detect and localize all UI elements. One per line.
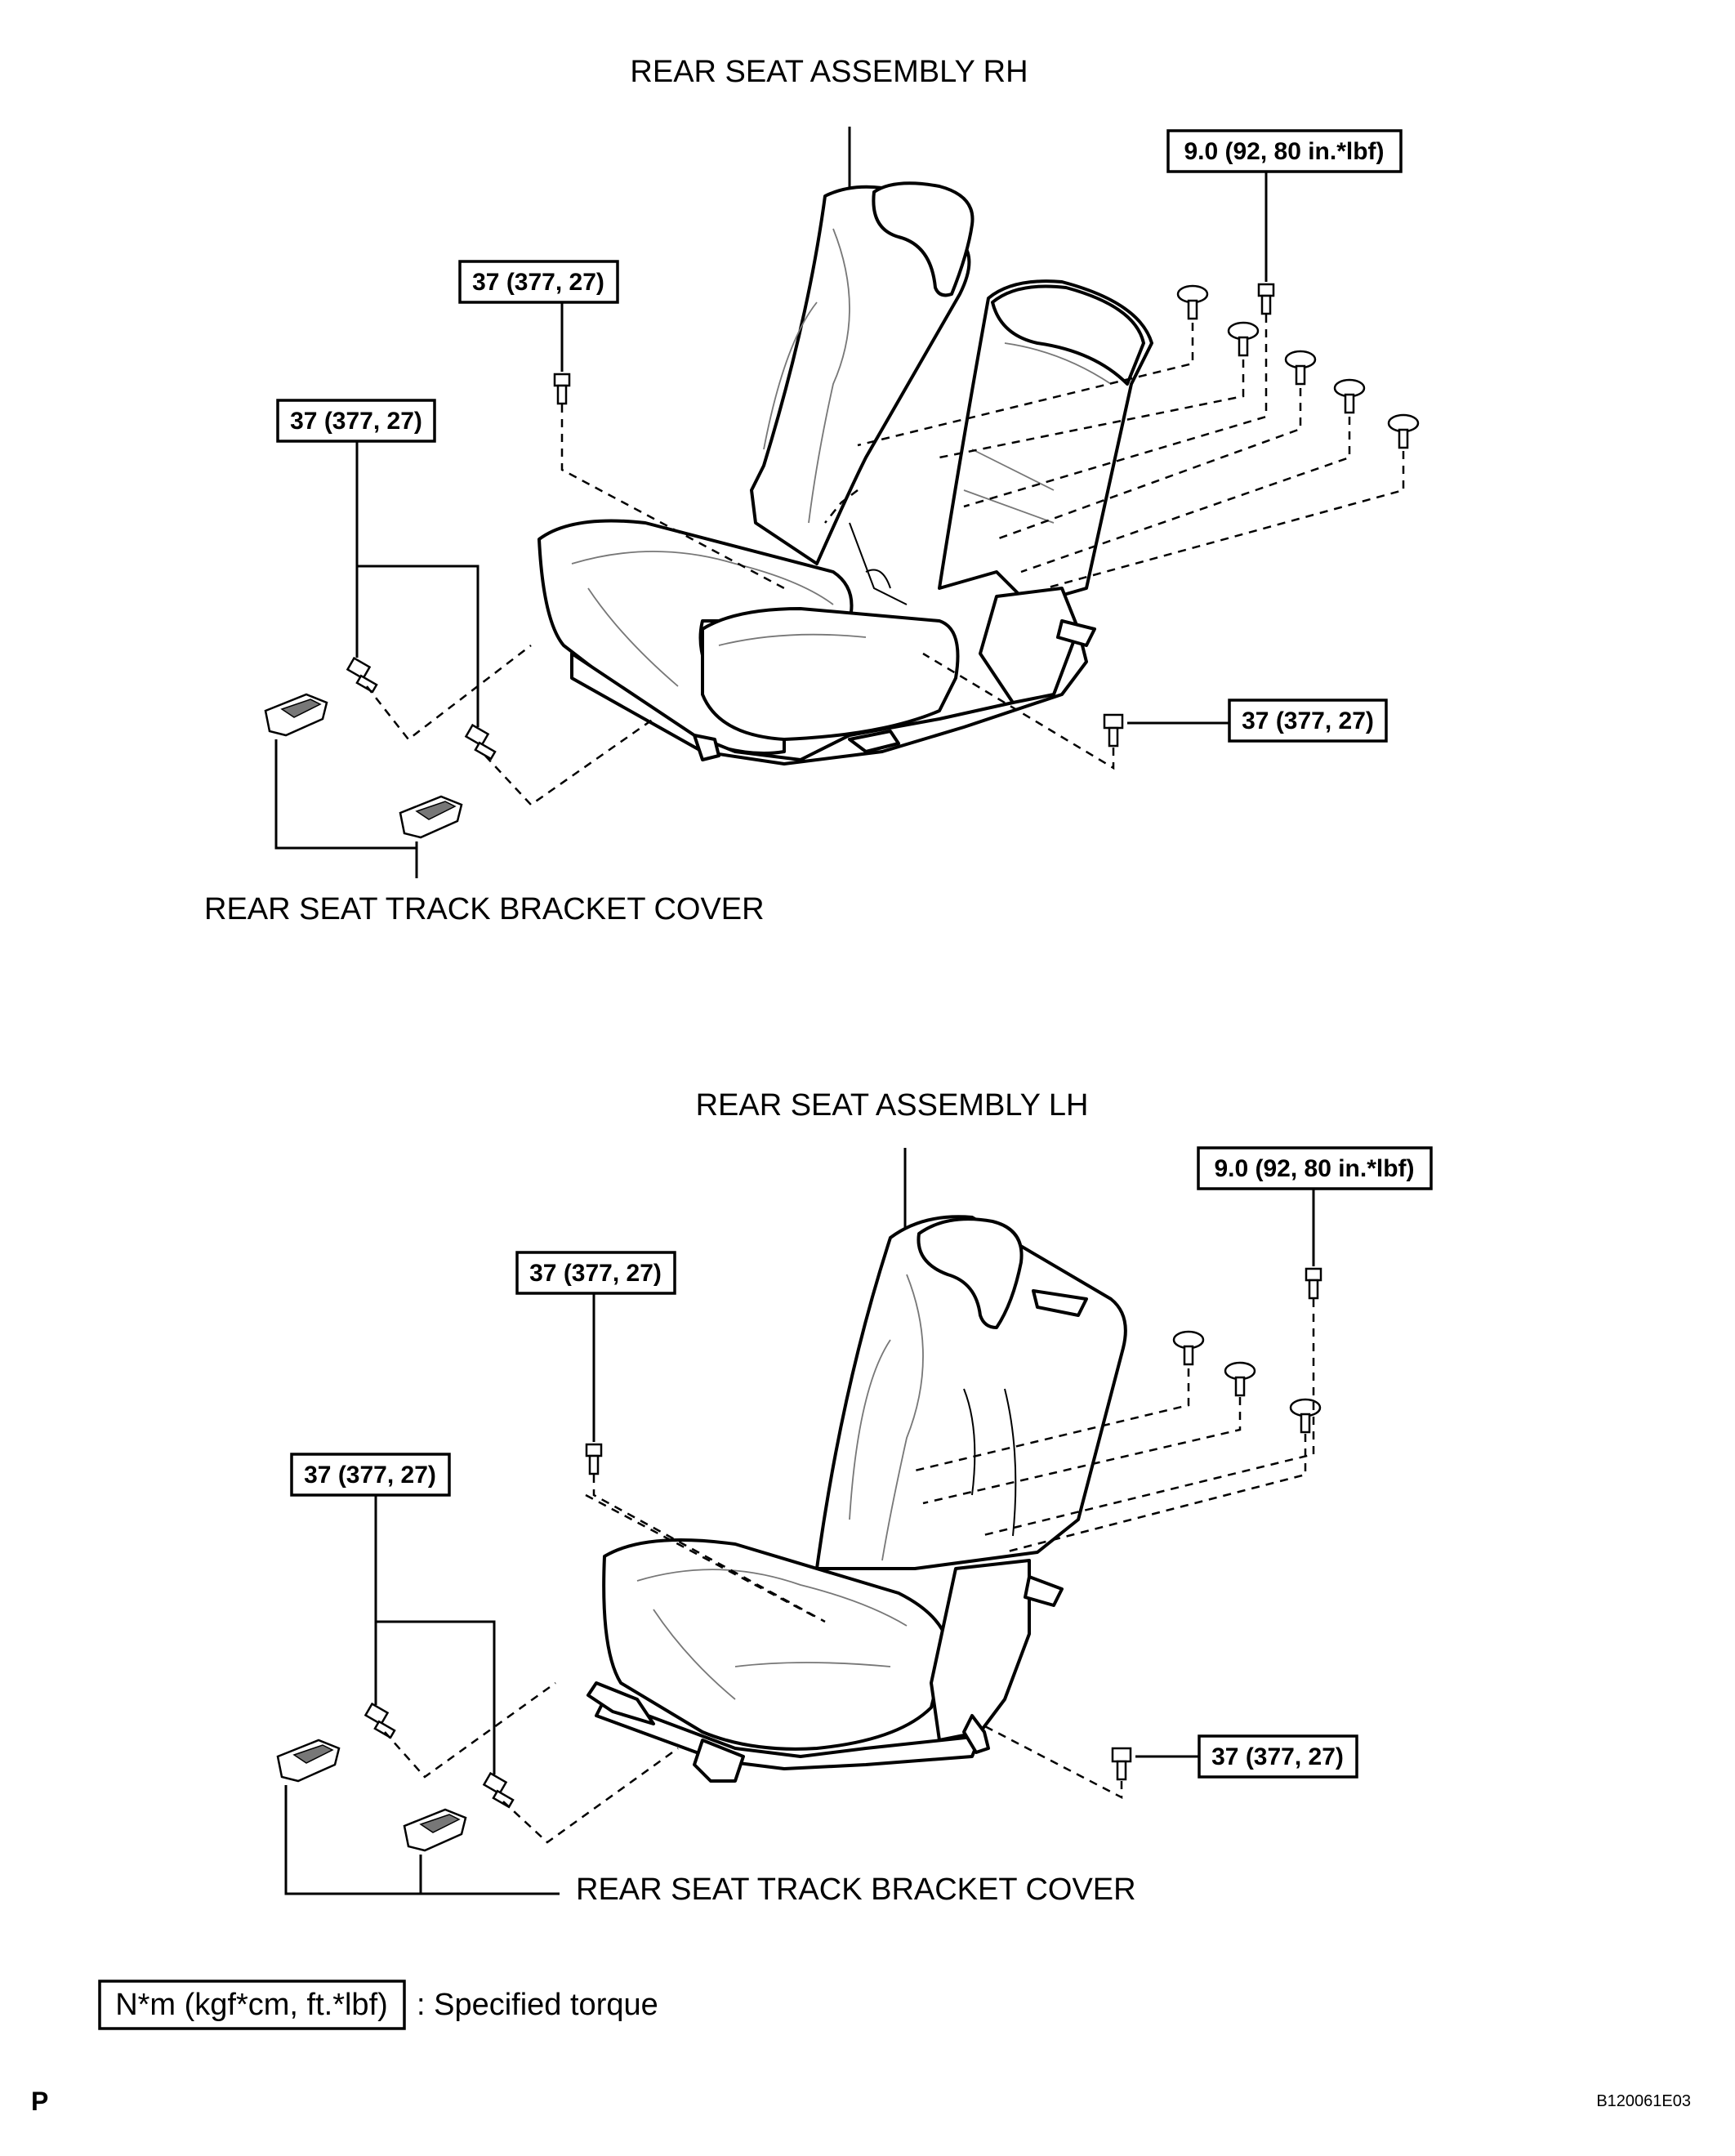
lh-bracket-cover-1 [276, 1739, 341, 1783]
rh-torque-text-right: 37 (377, 27) [1242, 708, 1374, 734]
rh-seat-diagram: REAR SEAT ASSEMBLY RH [204, 55, 1420, 926]
rh-seat-side-bracket [979, 587, 1080, 704]
lh-seat-plate [1024, 1575, 1064, 1607]
lh-seat-base [595, 1698, 982, 1770]
rh-clip-3 [1284, 350, 1317, 386]
rh-seat-illustration [537, 181, 1153, 766]
rh-seat-plate [1056, 619, 1096, 647]
rh-torque-text-mid-top: 37 (377, 27) [472, 269, 604, 296]
lh-bolt-top-right [1305, 1267, 1322, 1300]
legend-unit-box [98, 1980, 406, 2030]
lh-seat-diagram: REAR SEAT ASSEMBLY LH [276, 1088, 1433, 1907]
rh-seat-front-cushion [701, 607, 960, 741]
rh-bracket-cover-1 [264, 693, 328, 737]
rh-fasteners [346, 283, 1420, 761]
rh-dashed-leaders [366, 315, 1405, 806]
lh-bracket-cover-2 [403, 1808, 467, 1852]
lh-bolt-left-2 [482, 1771, 515, 1809]
lh-torque-text-mid-top: 37 (377, 27) [529, 1260, 662, 1287]
lh-torque-text-top-right: 9.0 (92, 80 in.*lbf) [1214, 1155, 1414, 1182]
rh-torque-top-right: 9.0 (92, 80 in.*lbf) [1166, 129, 1403, 282]
rh-bolt-left-1 [346, 656, 378, 694]
rh-torque-box-mid-top [458, 260, 619, 304]
lh-seat-side-panel [930, 1559, 1031, 1742]
lh-bolt-right [1111, 1747, 1132, 1781]
rh-torque-text-left: 37 (377, 27) [290, 408, 422, 435]
rh-bolt-top-right [1257, 283, 1275, 315]
torque-legend: N*m (kgf*cm, ft.*lbf) : Specified torque [98, 1980, 658, 2030]
lh-torque-right: 37 (377, 27) [1135, 1734, 1358, 1779]
lh-seat-rim [1032, 1289, 1088, 1317]
lh-bolt-top [585, 1443, 603, 1475]
lh-seat-cushion [602, 1538, 949, 1751]
rh-torque-mid-top: 37 (377, 27) [458, 260, 619, 372]
lh-torque-top-right: 9.0 (92, 80 in.*lbf) [1197, 1146, 1433, 1266]
rh-bracket-cover-2 [399, 795, 463, 839]
legend-unit-text: N*m (kgf*cm, ft.*lbf) [115, 1988, 388, 2022]
lh-clip-1 [1172, 1330, 1205, 1366]
lh-clip-2 [1224, 1361, 1256, 1397]
legend-description: : Specified torque [417, 1988, 658, 2022]
rh-torque-right: 37 (377, 27) [1127, 699, 1388, 743]
lh-fasteners [364, 1267, 1322, 1809]
lh-torque-left: 37 (377, 27) [290, 1453, 496, 1774]
lh-title: REAR SEAT ASSEMBLY LH [696, 1088, 1089, 1123]
figure-id: B120061E03 [1596, 2092, 1691, 2110]
rh-bolt-right [1103, 713, 1124, 748]
lh-clip-3 [1289, 1398, 1322, 1434]
lh-torque-box-mid-top [515, 1251, 676, 1295]
corner-mark: P [31, 2087, 48, 2116]
rh-clip-1 [1176, 284, 1209, 320]
rh-torque-box-top-right [1166, 129, 1403, 173]
rh-torque-box-right [1228, 699, 1388, 743]
rh-bolt-top [553, 373, 571, 405]
lh-torque-text-left: 37 (377, 27) [304, 1462, 436, 1489]
rh-bolt-left-2 [464, 723, 497, 761]
lh-seat-rail-right [693, 1739, 745, 1783]
lh-torque-mid-top: 37 (377, 27) [515, 1251, 676, 1442]
rh-title: REAR SEAT ASSEMBLY RH [630, 55, 1028, 89]
lh-cover-label: REAR SEAT TRACK BRACKET COVER [576, 1873, 1136, 1907]
rh-seat-side-headrest [991, 284, 1145, 386]
lh-dashed-leaders [384, 1299, 1315, 1844]
lh-bracket-covers [276, 1739, 560, 1895]
rh-bracket-covers [264, 693, 463, 878]
rh-clip-2 [1227, 321, 1260, 357]
lh-seat-headrest [917, 1217, 1024, 1329]
lh-torque-box-top-right [1197, 1146, 1433, 1190]
lh-torque-box-left [290, 1453, 451, 1497]
rh-seat-headrest [872, 181, 975, 297]
rh-torque-left: 37 (377, 27) [276, 399, 479, 727]
rh-cover-label: REAR SEAT TRACK BRACKET COVER [204, 892, 765, 926]
lh-bolt-left-1 [364, 1702, 396, 1739]
lh-torque-text-right: 37 (377, 27) [1211, 1743, 1344, 1770]
rh-clip-5 [1387, 413, 1420, 449]
rh-clip-4 [1333, 378, 1366, 414]
rh-torque-text-top-right: 9.0 (92, 80 in.*lbf) [1184, 138, 1384, 165]
lh-seat-rail-left [587, 1681, 655, 1725]
lh-seat-illustration [587, 1215, 1127, 1783]
